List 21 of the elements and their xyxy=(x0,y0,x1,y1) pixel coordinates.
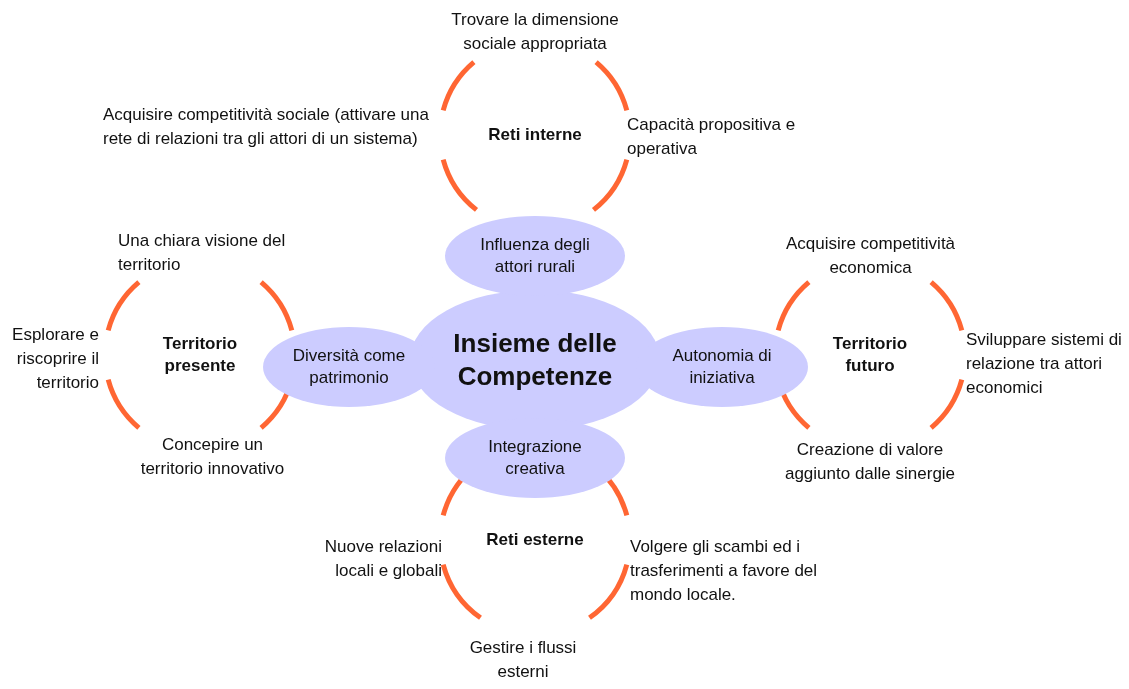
ring-caption: Acquisire competitività economica xyxy=(784,233,957,279)
ring-title: Reti interne xyxy=(488,124,582,146)
ring-caption: Volgere gli scambi ed i trasferimenti a favore del mondo locale. xyxy=(630,536,819,606)
ring-caption: Capacità propositiva e operativa xyxy=(627,114,797,160)
ring-caption: Esplorare e riscoprire il territorio xyxy=(11,324,99,394)
ellipse-label: Diversità come patrimonio xyxy=(291,345,407,389)
ring-caption: Gestire i flussi esterni xyxy=(468,637,578,683)
ellipse-label: Influenza degli attori rurali xyxy=(479,234,591,278)
ring-caption: Trovare la dimensione sociale appropriata xyxy=(450,9,620,55)
ring-caption: Sviluppare sistemi di relazione tra attori economici xyxy=(966,329,1123,399)
ellipse-label: Insieme delle Competenze xyxy=(452,327,618,393)
ring-title: Territorio futuro xyxy=(831,333,909,377)
ring-caption: Creazione di valore aggiunto dalle sinergie xyxy=(783,439,957,485)
ring-caption: Nuove relazioni locali e globali xyxy=(323,536,442,582)
ring-caption: Una chiara visione del territorio xyxy=(118,230,287,276)
ellipse-label: Integrazione creativa xyxy=(487,436,583,480)
ring-caption: Concepire un territorio innovativo xyxy=(139,434,286,480)
ellipse-label: Autonomia di iniziativa xyxy=(671,345,773,389)
ring-title: Reti esterne xyxy=(486,529,584,551)
ring-caption: Acquisire competitività sociale (attivare una rete di relazioni tra gli attori di un sistema) xyxy=(103,104,430,150)
ring-title: Territorio presente xyxy=(161,333,239,377)
